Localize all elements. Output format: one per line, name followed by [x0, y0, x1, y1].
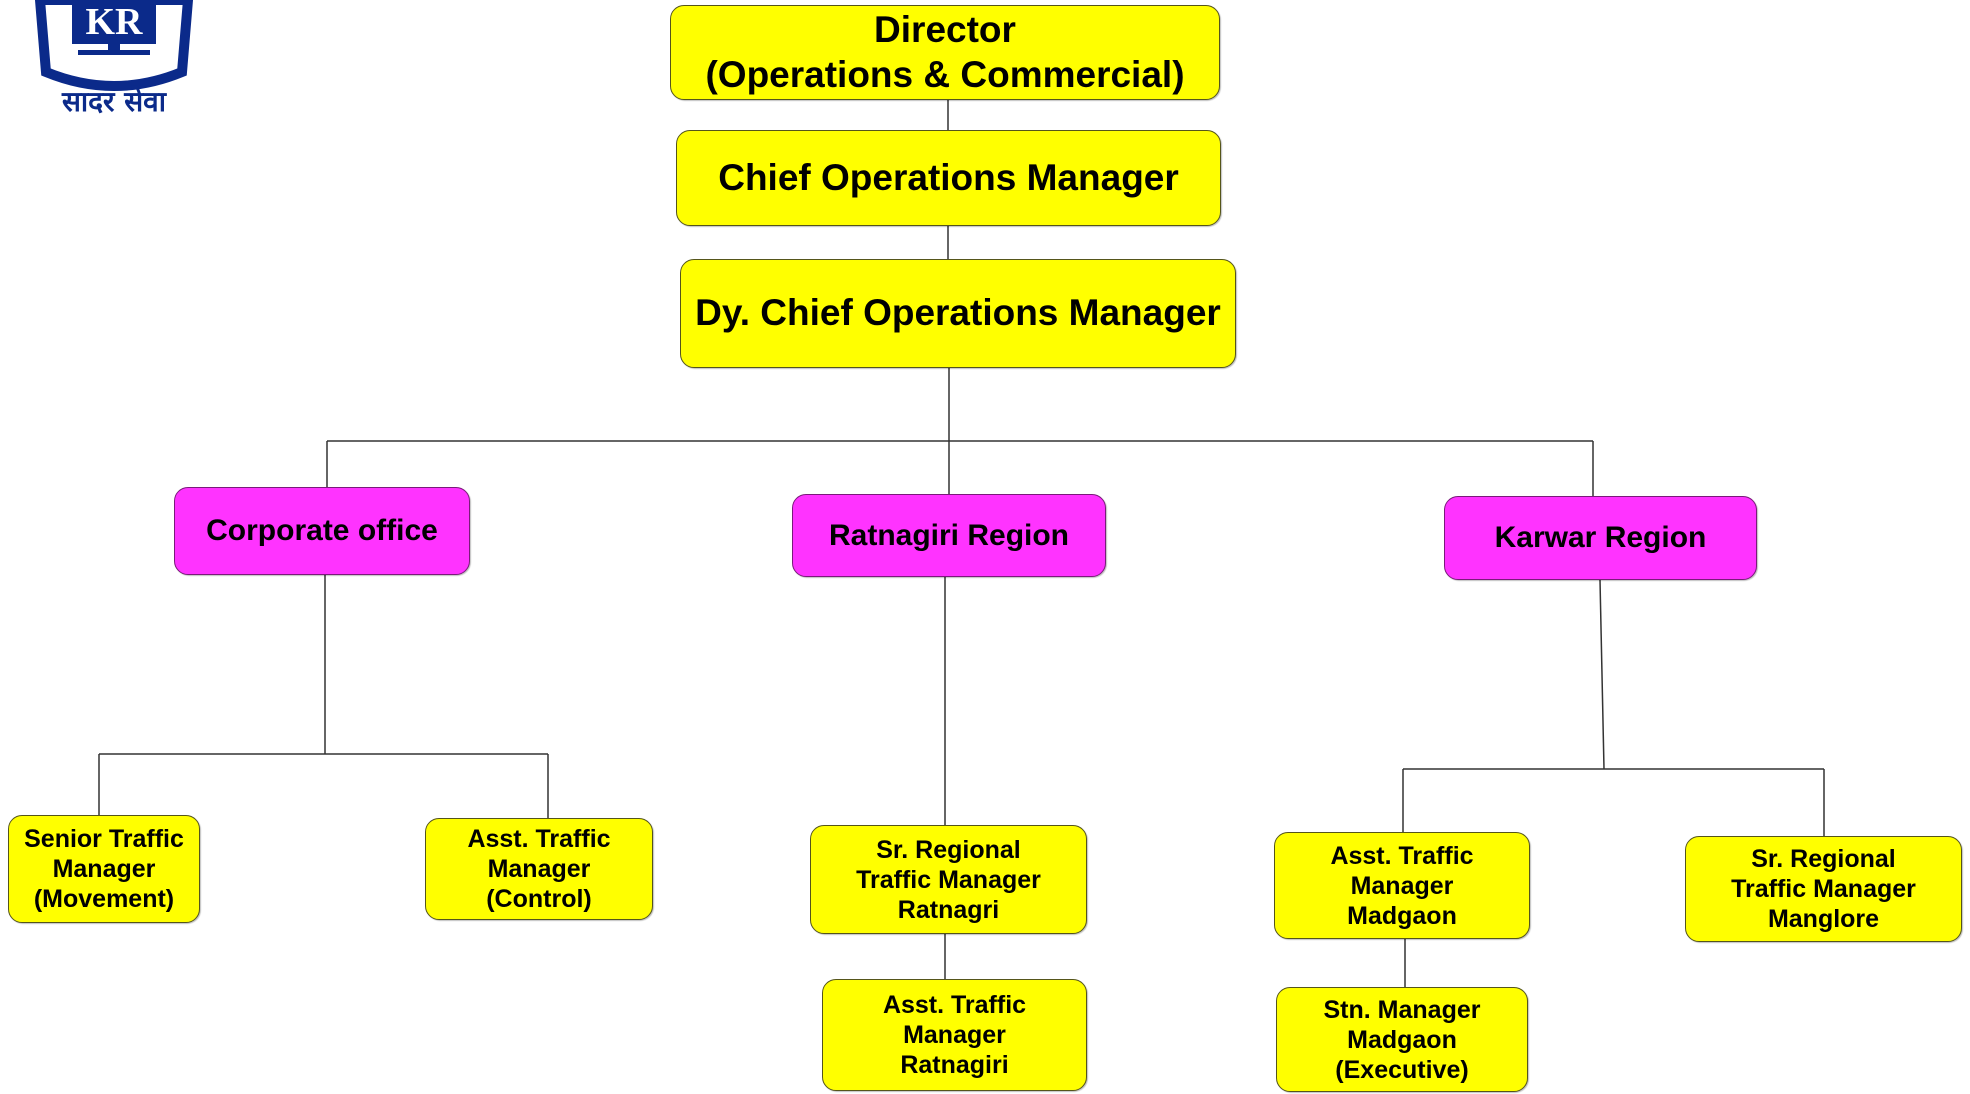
ratnagiri-region-box: Ratnagiri Region: [792, 494, 1106, 577]
dy-chief-operations-manager-box: Dy. Chief Operations Manager: [680, 259, 1236, 368]
stn-manager-madgaon-executive-box: Stn. Manager Madgaon (Executive): [1276, 987, 1528, 1092]
asst-traffic-manager-madgaon-box: Asst. Traffic Manager Madgaon: [1274, 832, 1530, 939]
senior-traffic-manager-movement-box: Senior Traffic Manager (Movement): [8, 815, 200, 923]
sr-regional-traffic-manager-ratnagri-box: Sr. Regional Traffic Manager Ratnagri: [810, 825, 1087, 934]
konkan-railway-logo-icon: KR: [34, 0, 194, 91]
karwar-region-box: Karwar Region: [1444, 496, 1757, 580]
logo-emblem-letters: KR: [86, 1, 144, 43]
asst-traffic-manager-ratnagiri-box: Asst. Traffic Manager Ratnagiri: [822, 979, 1087, 1091]
director-box: Director (Operations & Commercial): [670, 5, 1220, 100]
logo-tagline: सादर सेवा: [62, 85, 166, 118]
asst-traffic-manager-control-box: Asst. Traffic Manager (Control): [425, 818, 653, 920]
corporate-office-box: Corporate office: [174, 487, 470, 575]
chief-operations-manager-box: Chief Operations Manager: [676, 130, 1221, 226]
connector-karwar-down: [1599, 579, 1605, 770]
sr-regional-traffic-manager-manglore-box: Sr. Regional Traffic Manager Manglore: [1685, 836, 1962, 942]
